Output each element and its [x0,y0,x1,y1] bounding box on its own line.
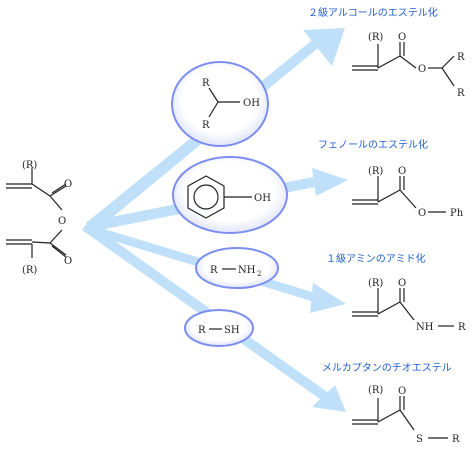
ester2-O-ether: O [418,64,426,75]
alcohol-R-top: R [202,78,210,89]
product-phenyl-ester [352,176,446,213]
heading-amine-amidation: １級アミンのアミド化 [326,254,426,265]
anhydride-R-bottom: (R) [22,265,37,276]
product-amide [352,288,454,327]
anhydride-structure [6,168,67,258]
product-thioester [352,396,448,439]
product-secondary-ester [352,42,455,87]
benzene-ring-icon [187,175,252,219]
amide-R-paren: (R) [368,278,383,289]
phenyl-ester-O-carbonyl: O [398,166,406,177]
anhydride-O-bottom: O [64,256,72,267]
heading-mercaptan-thioester: メルカプタンのチオエステル [322,363,452,374]
anhydride-R-top: (R) [22,160,37,171]
ester2-O-carbonyl: O [398,32,406,43]
circle-primary-amine [195,247,279,289]
phenyl-ester-R-paren: (R) [368,166,383,177]
anhydride-O-bridge: O [58,216,66,227]
ester2-R-bottom: R [457,88,465,99]
phenyl-ester-O-ether: O [418,208,426,219]
thioester-O: O [398,386,406,397]
mercaptan-R: R [198,325,206,336]
thioester-R-paren: (R) [368,385,383,396]
ester2-R-top: R [457,52,465,63]
amide-R: R [458,322,466,333]
thioester-S: S [416,434,423,445]
secondary-alcohol-bonds [208,87,240,118]
amide-O: O [398,278,406,289]
ester2-R-paren: (R) [368,32,383,43]
amine-NH: NH [238,265,256,276]
thioester-R: R [452,434,460,445]
phenol-OH: OH [254,193,271,204]
circle-phenol [172,156,288,234]
phenyl-ester-Ph: Ph [450,208,464,219]
mercaptan-SH: SH [224,325,240,336]
heading-phenol-esterification: フェノールのエステル化 [318,140,428,151]
amide-NH: NH [416,322,434,333]
alcohol-R-bottom: R [202,120,210,131]
amine-subscript-2: 2 [257,270,261,278]
heading-secondary-alcohol-esterification: ２級アルコールのエステル化 [308,8,438,19]
circle-secondary-alcohol [171,61,269,147]
alcohol-OH: OH [243,98,260,109]
anhydride-O-top: O [64,179,72,190]
amine-R: R [210,265,218,276]
circle-mercaptan [184,309,254,347]
